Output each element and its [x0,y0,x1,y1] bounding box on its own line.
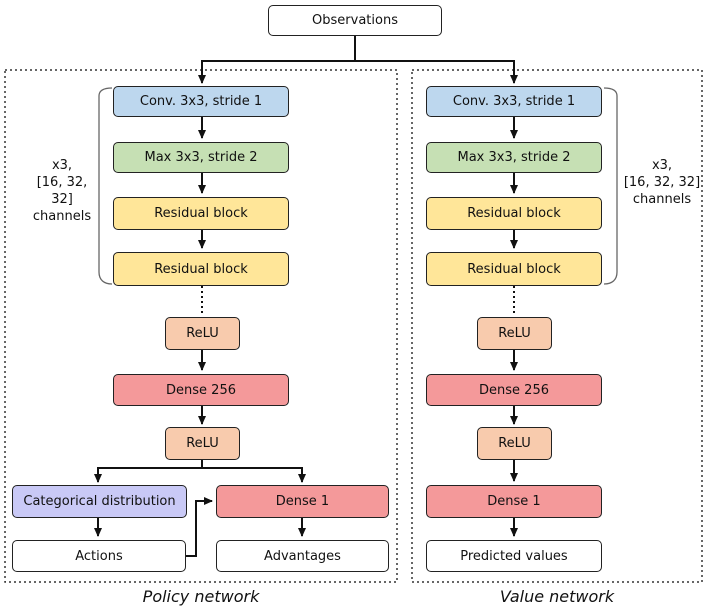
value-network-caption: Value network [499,587,615,606]
value-maxpool-node: Max 3x3, stride 2 [426,142,602,173]
policy-network-caption: Policy network [142,587,260,606]
policy-dense-256: Dense 256 [113,374,289,406]
policy-relu-to-dense1-line [202,467,306,483]
policy-dense-1: Dense 1 [216,485,389,518]
policy-repeat-channels: [16, 32, 32] [36,175,88,207]
policy-maxpool-node: Max 3x3, stride 2 [113,142,289,173]
value-repeat-count: x3, [651,158,673,173]
categorical-distribution-node: Categorical distribution [12,485,187,518]
value-residual-block-1: Residual block [426,197,602,230]
actions-node: Actions [12,540,186,572]
value-repeat-note: x3, [16, 32, 32] channels [620,157,704,208]
value-repeat-bracket [603,87,618,285]
value-repeat-unit: channels [632,192,692,207]
policy-residual-block-2: Residual block [113,252,289,286]
value-conv-node: Conv. 3x3, stride 1 [426,86,602,117]
value-residual-block-2: Residual block [426,252,602,286]
policy-conv-node: Conv. 3x3, stride 1 [113,86,289,117]
policy-relu-1: ReLU [165,317,240,350]
policy-repeat-note: x3, [16, 32, 32] channels [30,157,94,225]
advantages-node: Advantages [216,540,389,572]
policy-repeat-bracket [98,87,113,285]
value-relu-2: ReLU [477,427,552,460]
value-dense-256: Dense 256 [426,374,602,406]
value-network-container [411,69,703,583]
value-dense-1: Dense 1 [426,485,602,518]
policy-repeat-unit: channels [32,209,92,224]
policy-residual-block-1: Residual block [113,197,289,230]
value-repeat-channels: [16, 32, 32] [623,175,701,190]
actions-to-dense1-arrow [186,497,213,557]
policy-relu-2: ReLU [165,427,240,460]
observations-node: Observations [268,5,442,36]
policy-relu-split-line [94,460,203,483]
value-relu-1: ReLU [477,317,552,350]
observations-to-value-line [355,60,518,84]
observations-split-line [198,35,356,84]
policy-repeat-count: x3, [51,158,73,173]
predicted-values-node: Predicted values [426,540,602,572]
